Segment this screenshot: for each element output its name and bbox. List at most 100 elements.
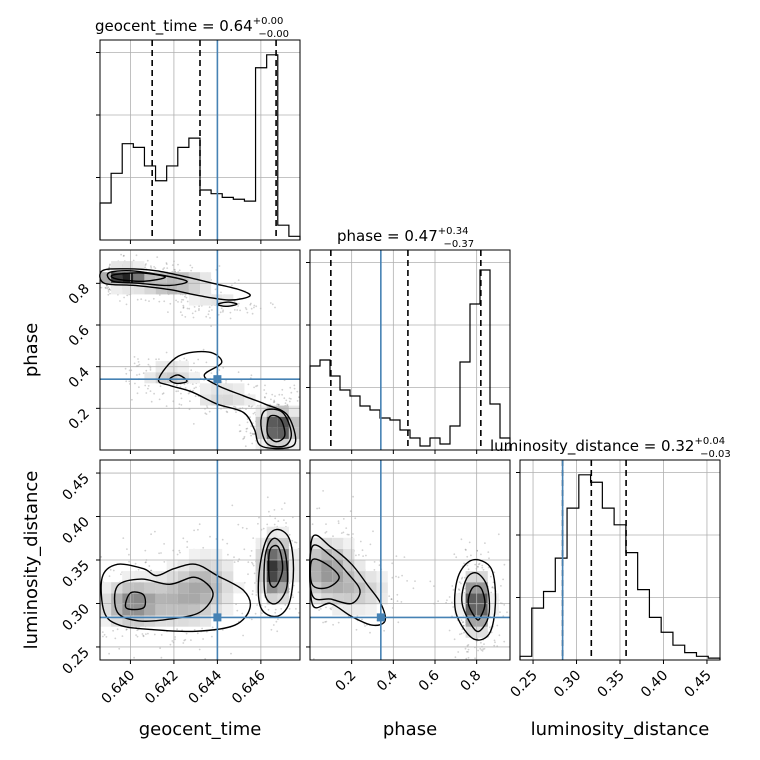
panel-frame	[99, 39, 301, 241]
sample-point	[462, 624, 465, 627]
sample-point	[460, 582, 462, 585]
sample-point	[153, 633, 156, 636]
sample-point	[174, 638, 176, 641]
sample-point	[237, 560, 240, 563]
sample-point	[193, 306, 196, 308]
sample-point	[222, 366, 225, 369]
sample-point	[244, 307, 247, 309]
sample-point	[281, 508, 283, 510]
density-cell	[122, 272, 134, 284]
sample-point	[133, 356, 136, 358]
density-cell	[188, 615, 201, 627]
sample-point	[246, 421, 249, 424]
density-cell	[376, 593, 388, 605]
truth-point	[213, 613, 222, 622]
density-cell	[144, 593, 156, 605]
sample-point	[163, 300, 166, 303]
sample-point	[189, 264, 192, 267]
sample-point	[318, 507, 321, 510]
density-cell	[133, 593, 145, 605]
density-cell	[100, 604, 112, 616]
x-axis-label-geocent-time: geocent_time	[139, 719, 262, 740]
sample-point	[174, 270, 176, 273]
sample-point	[490, 591, 493, 594]
density-cell	[166, 560, 178, 572]
sample-point	[182, 306, 185, 309]
sample-point	[134, 562, 137, 565]
density-cell	[177, 283, 189, 295]
sample-point	[245, 430, 248, 433]
sample-point	[251, 432, 254, 435]
sample-point	[288, 533, 291, 536]
sample-point	[145, 263, 147, 265]
sample-point	[347, 533, 350, 536]
density-cell	[166, 615, 178, 627]
sample-point	[355, 628, 358, 631]
contour-line	[309, 544, 361, 605]
sample-point	[233, 556, 235, 559]
sample-point	[209, 317, 211, 319]
sample-point	[273, 523, 276, 526]
truth-point	[213, 375, 222, 384]
sample-point	[198, 648, 201, 651]
sample-point	[197, 528, 199, 531]
density-cell	[310, 548, 322, 561]
sample-point	[277, 520, 280, 522]
sample-point	[163, 543, 166, 545]
sample-point	[391, 562, 394, 565]
sample-point	[196, 632, 199, 635]
sample-point	[222, 310, 224, 313]
title-phase: phase = 0.47+0.34−0.37	[337, 226, 474, 250]
sample-point	[361, 549, 364, 552]
sample-point	[466, 650, 468, 653]
sample-point	[158, 398, 161, 401]
sample-point	[109, 568, 112, 571]
sample-point	[122, 255, 125, 257]
sample-point	[271, 303, 274, 306]
sample-point	[266, 523, 269, 526]
sample-point	[222, 309, 225, 312]
sample-point	[255, 305, 258, 308]
sample-point	[400, 601, 403, 603]
sample-point	[104, 286, 107, 289]
sample-point	[243, 437, 246, 440]
sample-point	[329, 607, 332, 610]
sample-point	[208, 310, 211, 313]
sample-point	[281, 388, 284, 391]
sample-point	[108, 652, 110, 655]
sample-point	[493, 644, 496, 647]
sample-point	[166, 267, 169, 269]
sample-point	[178, 403, 181, 406]
density-cell	[177, 272, 189, 284]
x-tick-label-luminosity-distance: 0.40	[638, 668, 671, 701]
sample-point	[242, 634, 245, 637]
sample-point	[179, 311, 182, 314]
sample-point	[236, 609, 239, 612]
sample-point	[236, 309, 239, 311]
sample-point	[273, 400, 276, 403]
sample-point	[340, 532, 343, 534]
sample-point	[136, 374, 138, 376]
density-cell	[155, 593, 167, 605]
sample-point	[284, 604, 287, 606]
sample-point	[295, 541, 298, 544]
sample-point	[253, 304, 256, 307]
sample-point	[358, 554, 360, 556]
sample-point	[184, 316, 187, 318]
sample-point	[226, 542, 229, 545]
sample-point	[177, 390, 180, 392]
density-cell	[465, 571, 477, 583]
sample-point	[252, 412, 255, 415]
sample-point	[269, 302, 272, 304]
sample-point	[153, 392, 156, 395]
sample-point	[193, 387, 196, 390]
density-cell	[288, 560, 301, 572]
sample-point	[252, 537, 255, 539]
sample-point	[361, 618, 363, 621]
density-cell	[266, 416, 278, 428]
sample-point	[132, 259, 135, 262]
density-cell	[133, 571, 145, 583]
sample-point	[460, 632, 463, 635]
sample-point	[506, 611, 508, 614]
sample-point	[130, 369, 133, 372]
